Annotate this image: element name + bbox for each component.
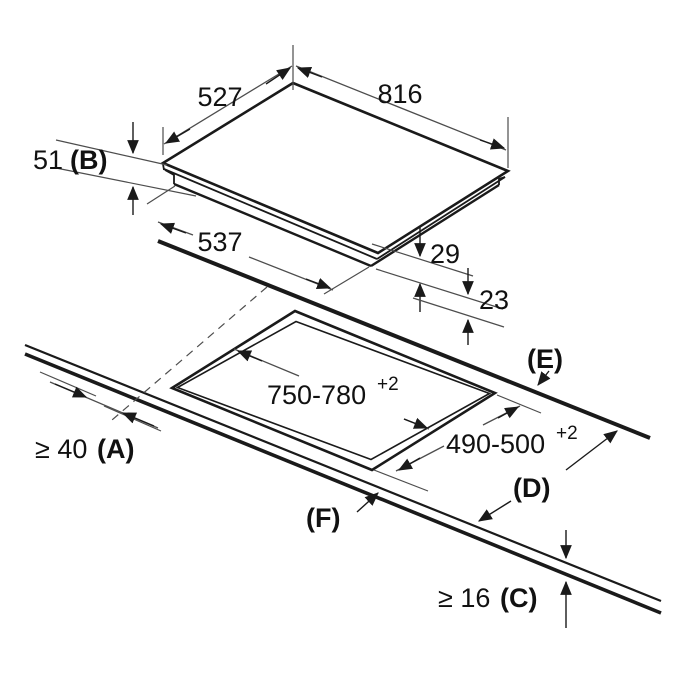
ref-label-b: (B) <box>70 145 107 175</box>
dim-label-hob-depth: 527 <box>197 82 242 112</box>
ref-label-a: (A) <box>97 434 134 464</box>
dim-hob-height: 51 (B) <box>33 122 197 215</box>
dim-label-side-overhang: 23 <box>479 285 509 315</box>
ref-front-edge: (F) <box>306 492 379 533</box>
ref-label-e: (E) <box>527 344 563 374</box>
dim-label-side-clearance: ≥ 40 <box>35 434 87 464</box>
hob-drawing <box>160 81 511 268</box>
dim-label-cutout-depth: 490-500 <box>446 429 545 459</box>
dim-label-cutout-width-tolerance: +2 <box>377 374 399 395</box>
dim-label-hob-height: 51 <box>33 145 63 175</box>
alignment-dashed-line <box>111 286 268 421</box>
ref-worktop-depth: (D) <box>478 430 618 522</box>
worktop-cutout <box>169 309 498 472</box>
ref-label-c: (C) <box>500 583 537 613</box>
dim-label-front-overhang: 29 <box>430 239 460 269</box>
dim-cutout-depth: 490-500 +2 <box>373 394 578 492</box>
dim-worktop-thickness: ≥ 16 (C) <box>438 530 572 628</box>
dim-hob-depth: 527 <box>162 45 294 155</box>
dim-label-hob-width: 816 <box>377 79 422 109</box>
dim-label-cutout-width: 750-780 <box>267 380 366 410</box>
ref-label-f: (F) <box>306 503 340 533</box>
dim-label-worktop-thickness: ≥ 16 <box>438 583 490 613</box>
dim-label-cutout-depth-tolerance: +2 <box>556 423 578 444</box>
dim-hob-width: 816 <box>295 65 509 168</box>
ref-label-d: (D) <box>513 473 550 503</box>
dim-label-hob-body-depth: 537 <box>197 227 242 257</box>
dim-side-clearance: ≥ 40 (A) <box>35 371 162 464</box>
dim-front-overhang: 29 <box>371 226 504 312</box>
dim-cutout-width: 750-780 +2 <box>233 348 430 430</box>
ref-back-edge: (E) <box>527 344 563 386</box>
worktop-drawing <box>24 239 662 615</box>
dim-hob-body-depth: 537 <box>146 185 370 295</box>
dim-side-overhang: 23 <box>412 268 509 345</box>
